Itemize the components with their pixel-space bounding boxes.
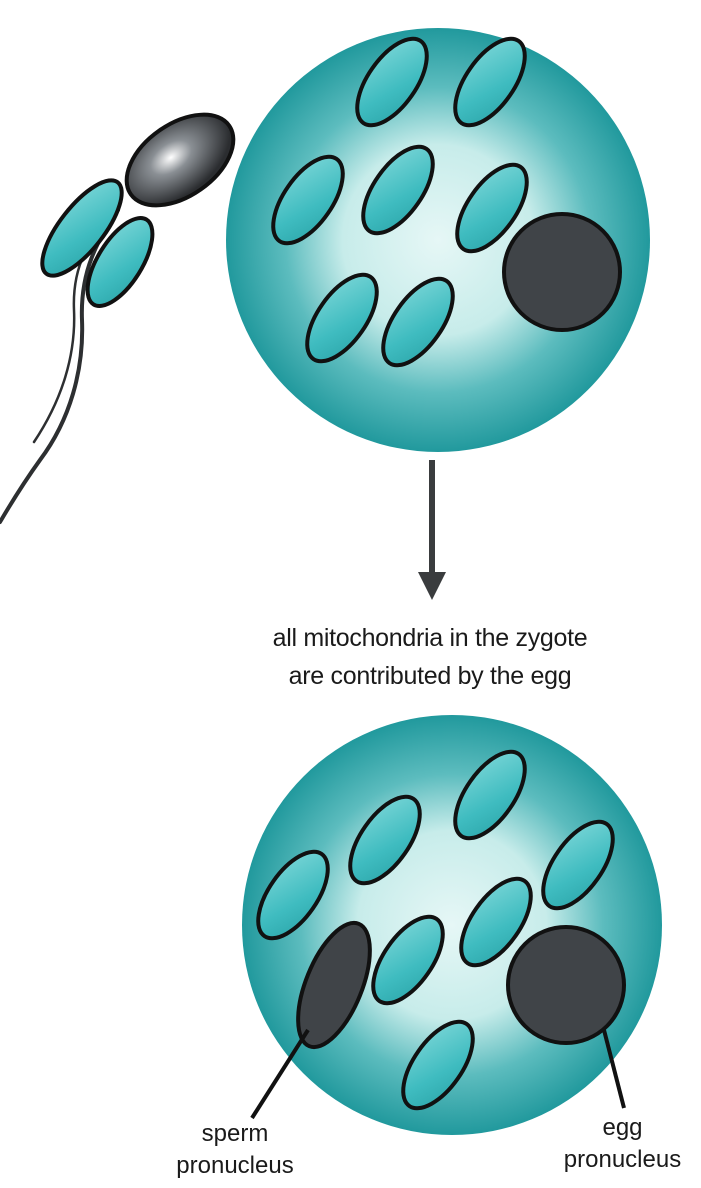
zygote xyxy=(242,715,662,1135)
egg-pronucleus-label: egg pronucleus xyxy=(545,1112,700,1176)
egg-nucleus xyxy=(504,214,620,330)
sperm-pronucleus-label-line2: pronucleus xyxy=(160,1150,310,1182)
sperm-head xyxy=(110,96,250,224)
egg-pronucleus xyxy=(508,927,624,1043)
down-arrow xyxy=(418,460,446,600)
caption-line-1: all mitochondria in the zygote xyxy=(170,624,690,653)
egg-pronucleus-label-line2: pronucleus xyxy=(545,1144,700,1176)
egg-cell-top xyxy=(226,27,650,452)
egg-pronucleus-label-line1: egg xyxy=(545,1112,700,1144)
sperm-pronucleus-label: sperm pronucleus xyxy=(160,1118,310,1182)
caption-line-2: are contributed by the egg xyxy=(170,662,690,691)
sperm xyxy=(0,96,250,522)
sperm-pronucleus-label-line1: sperm xyxy=(160,1118,310,1150)
